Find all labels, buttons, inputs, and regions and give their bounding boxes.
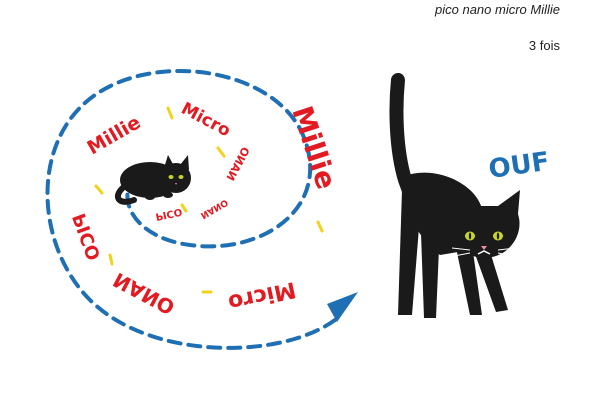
caption-count: 3 fois [528, 38, 560, 53]
word-millie-small: Millie [84, 111, 145, 159]
caption-title: pico nano micro Millie [435, 2, 560, 17]
arrow-head-icon [327, 292, 358, 322]
word-nano-large: NANO [109, 268, 179, 320]
word-millie-large: Millie [285, 102, 343, 193]
word-pico-large: PICO [69, 210, 105, 263]
word-micro-large: Micro [226, 276, 298, 315]
exclamation-ouf: OUF [487, 147, 552, 185]
small-cat-icon [114, 155, 191, 205]
dashed-spiral-path [45, 68, 337, 350]
large-cat-icon [389, 73, 520, 318]
word-nano-tiny: NANO [199, 196, 230, 220]
yellow-dash-marks [94, 106, 324, 294]
word-micro-small: Micro [178, 99, 234, 141]
word-pico-small: PICO [154, 205, 183, 221]
word-nano-small: NANO [223, 145, 252, 183]
